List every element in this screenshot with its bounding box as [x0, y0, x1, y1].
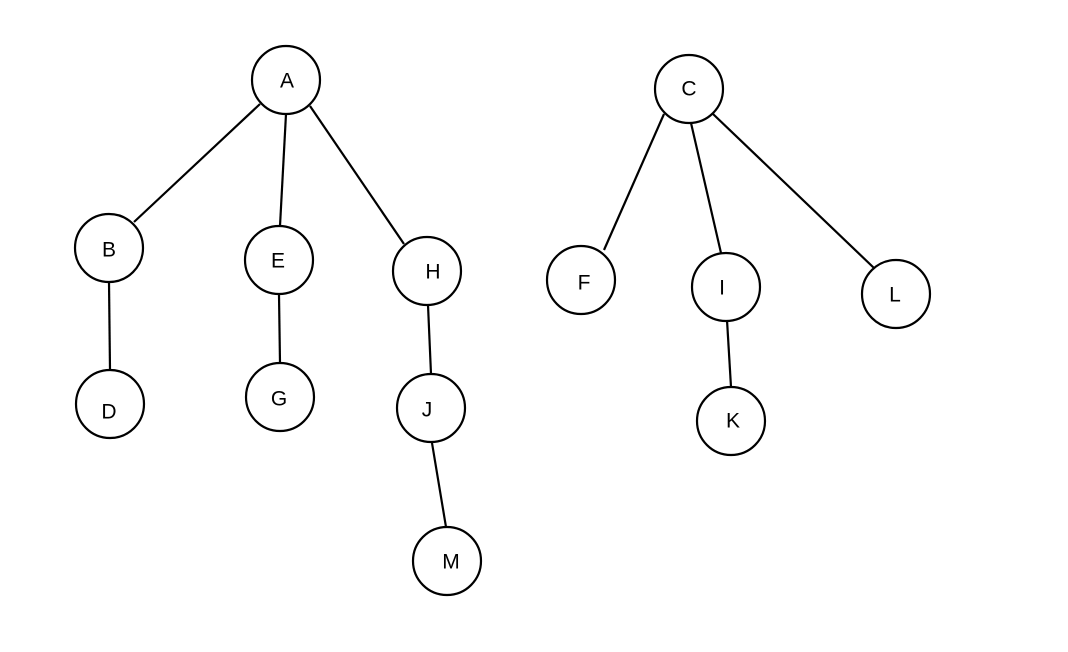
node-c: C [653, 53, 725, 125]
edge-i-k [725, 319, 733, 388]
nodes-layer: A B E H D G J M [73, 44, 932, 597]
edge-c-i [689, 122, 723, 254]
node-g-circle [244, 361, 316, 433]
node-k: K [695, 385, 767, 457]
node-d-circle [74, 368, 146, 440]
node-m-circle [411, 525, 483, 597]
node-e: E [243, 224, 315, 296]
node-e-label: E [271, 250, 285, 273]
node-l: L [860, 258, 932, 330]
node-g-label: G [271, 388, 287, 411]
edge-b-d [107, 281, 112, 371]
edge-j-m [430, 442, 448, 528]
node-d-label: D [101, 401, 116, 424]
edge-c-f [602, 113, 666, 251]
node-f-label: F [578, 272, 591, 295]
node-c-label: C [681, 78, 696, 101]
node-m-label: M [442, 551, 460, 574]
node-h: H [391, 235, 463, 307]
node-b: B [73, 212, 145, 284]
node-a-label: A [280, 70, 294, 93]
node-c-circle [653, 53, 725, 125]
node-m: M [411, 525, 483, 597]
edge-e-g [277, 294, 282, 364]
node-k-label: K [726, 410, 740, 433]
edge-c-l [712, 113, 875, 269]
edge-a-h [309, 105, 405, 245]
node-l-label: L [889, 284, 901, 307]
node-j-circle [395, 372, 467, 444]
node-i-label: I [719, 277, 725, 300]
node-h-circle [391, 235, 463, 307]
node-k-circle [695, 385, 767, 457]
node-a: A [250, 44, 322, 116]
node-f-circle [545, 244, 617, 316]
edge-a-b [133, 103, 261, 223]
node-d: D [74, 368, 146, 440]
node-i-circle [690, 251, 762, 323]
node-h-label: H [425, 261, 440, 284]
edge-a-e [278, 113, 288, 227]
node-a-circle [250, 44, 322, 116]
edges-layer [107, 103, 875, 528]
node-j-label: J [422, 399, 433, 422]
node-j: J [395, 372, 467, 444]
node-e-circle [243, 224, 315, 296]
node-g: G [244, 361, 316, 433]
node-f: F [545, 244, 617, 316]
node-i: I [690, 251, 762, 323]
edge-h-j [426, 304, 433, 375]
node-b-label: B [102, 239, 116, 262]
node-l-circle [860, 258, 932, 330]
node-b-circle [73, 212, 145, 284]
